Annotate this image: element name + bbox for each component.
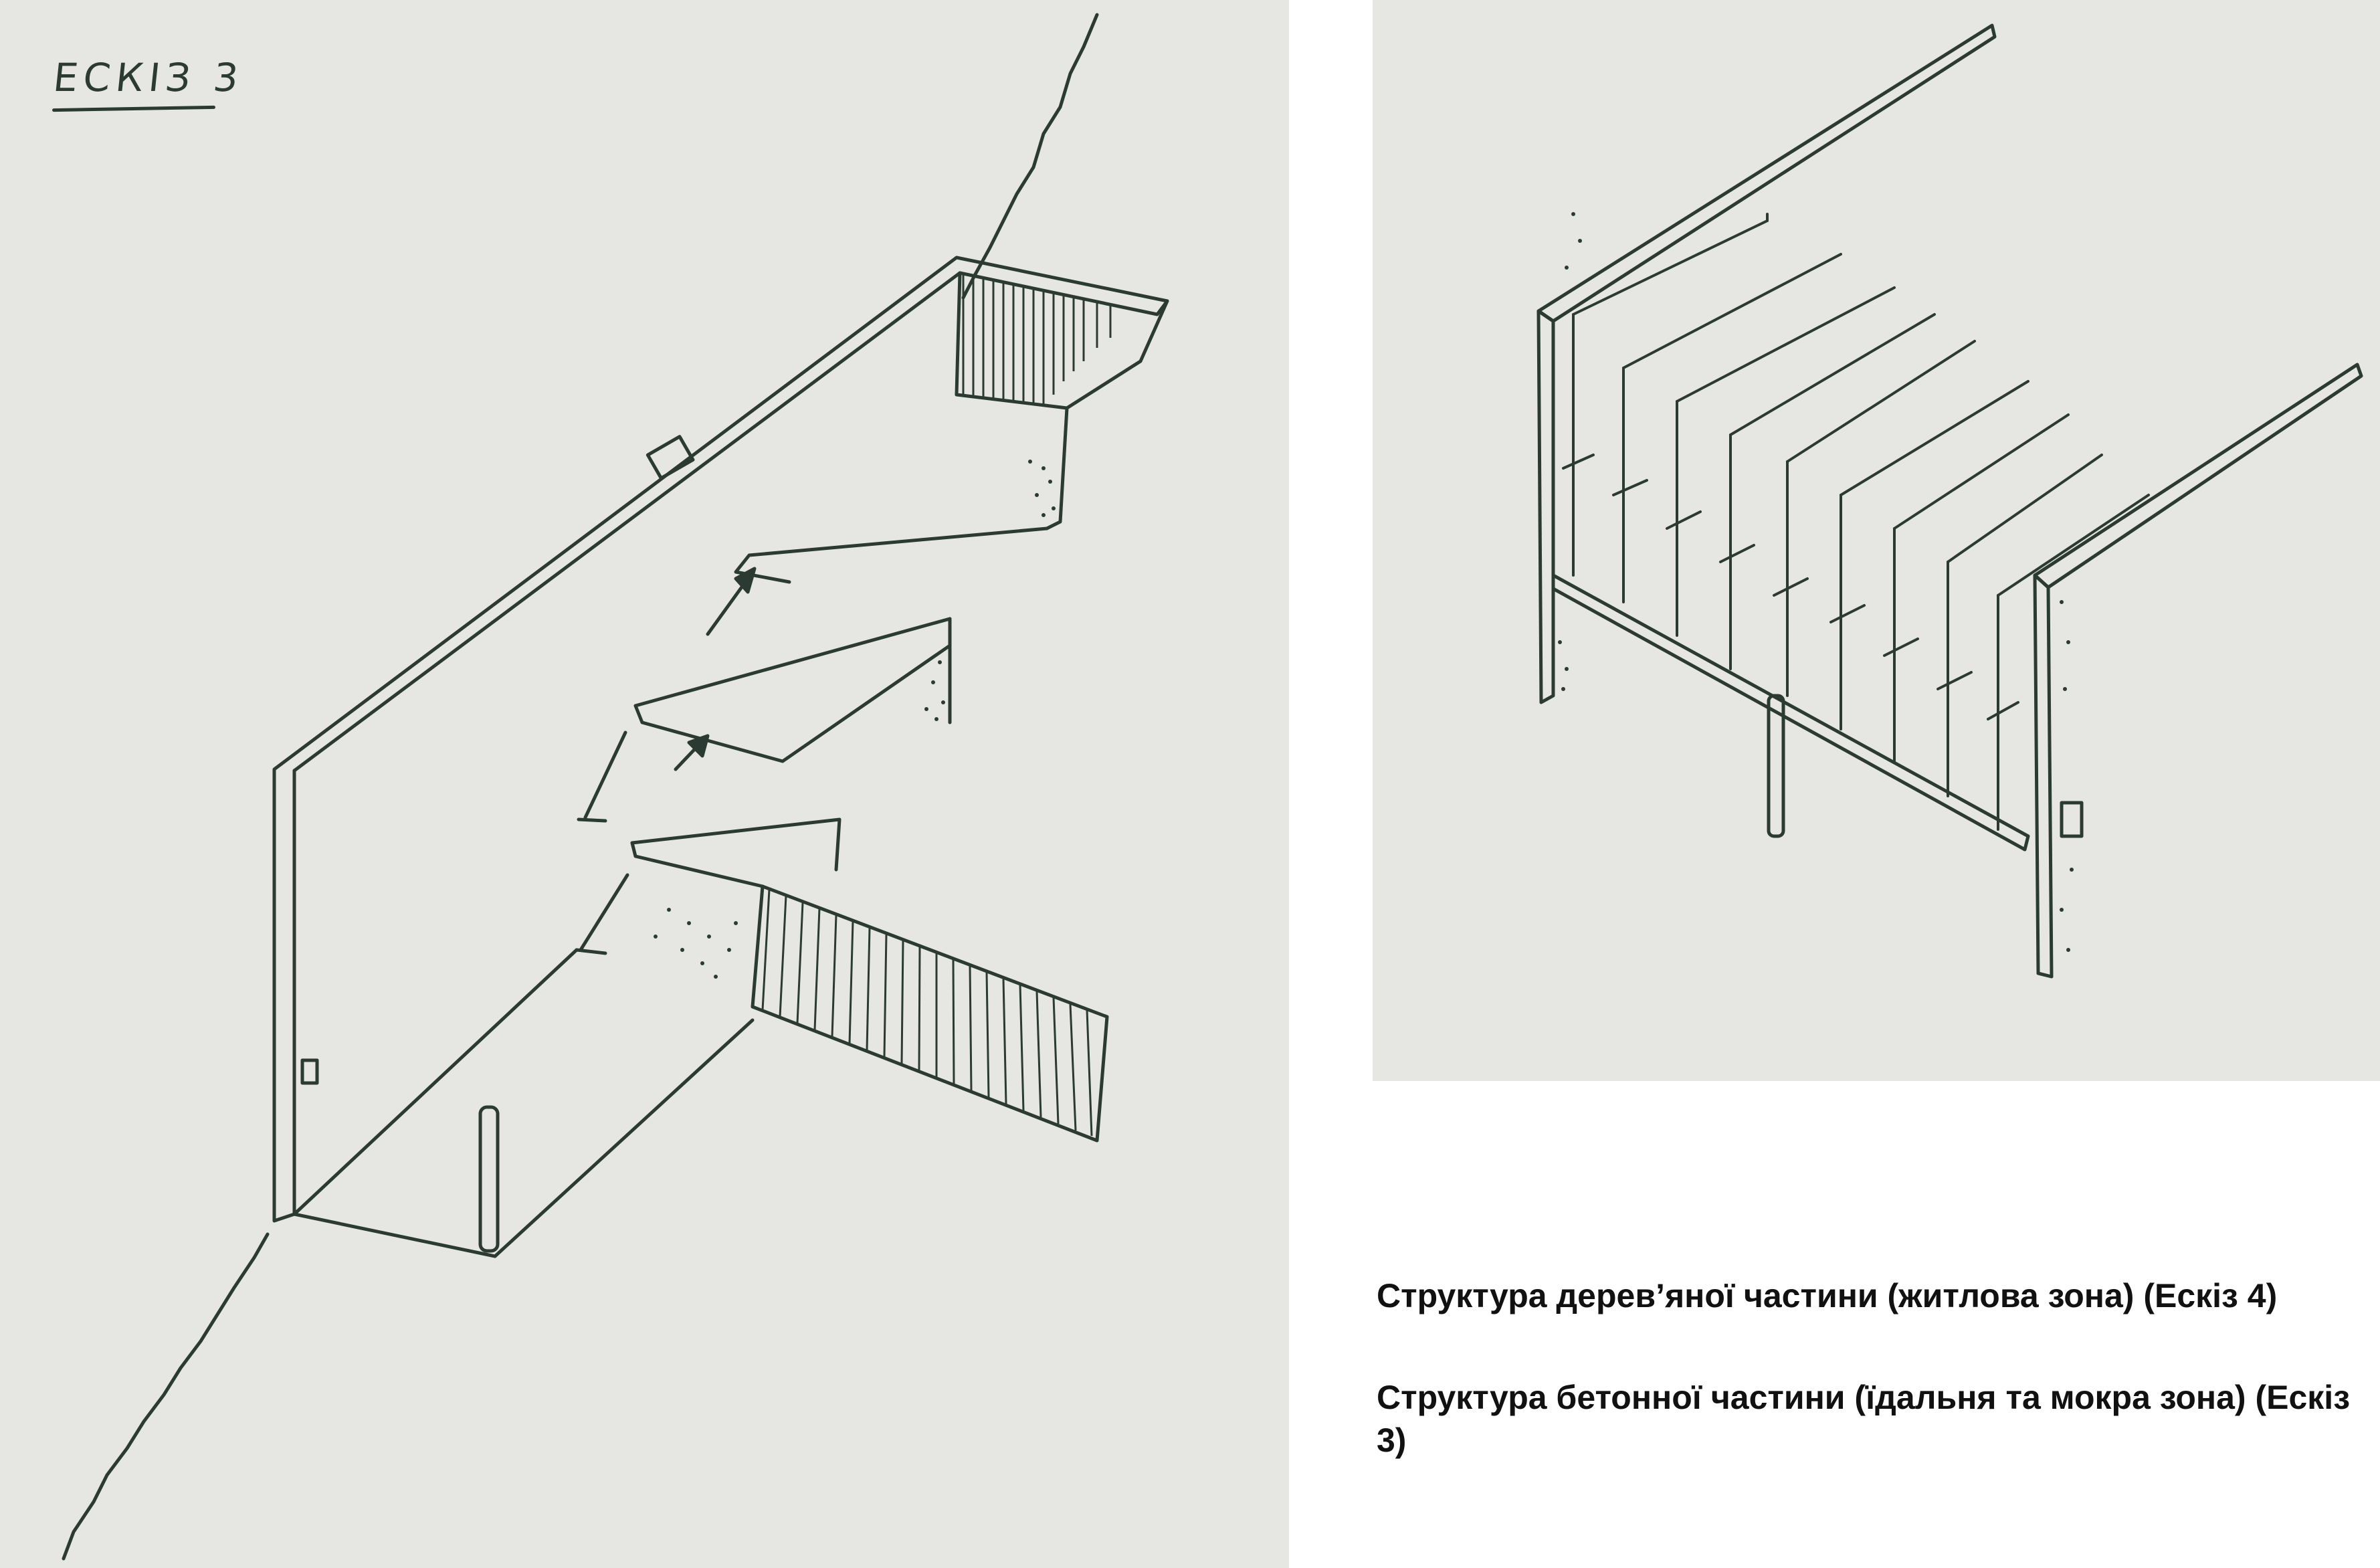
captions: Структура дерев’яної частини (житлова зо… — [1377, 1274, 2367, 1462]
right-beam — [2033, 363, 2363, 589]
wood-sketch-drawing — [1536, 23, 2363, 979]
right-post — [2033, 573, 2054, 979]
fence-block — [751, 884, 1109, 1143]
bottom-beam — [1551, 573, 2030, 852]
concrete-sketch-drawing — [62, 13, 1169, 1561]
wall-mark — [300, 1058, 319, 1085]
sketch-label: ЕСКІЗ 3 — [51, 55, 246, 100]
upper-slab — [734, 526, 1049, 584]
center-column — [1767, 694, 1785, 838]
caption-wood-structure: Структура дерев’яної частини (житлова зо… — [1377, 1277, 2278, 1314]
top-beam — [1536, 23, 1997, 323]
post-mark — [2060, 801, 2084, 838]
wood-structure-sketch — [1373, 0, 2380, 1081]
floor — [292, 1018, 755, 1258]
left-post — [1536, 309, 1555, 704]
column — [478, 1105, 500, 1253]
caption-concrete-structure: Структура бетонної частини (їдальня та м… — [1377, 1379, 2351, 1459]
concrete-structure-sketch: ЕСКІЗ 3 — [0, 0, 1289, 1568]
wall-box — [646, 435, 695, 480]
terrain-line-bottom — [62, 1232, 270, 1561]
lower-slab — [630, 817, 841, 872]
middle-slab — [633, 617, 952, 763]
terrain-line-top — [961, 13, 1099, 300]
